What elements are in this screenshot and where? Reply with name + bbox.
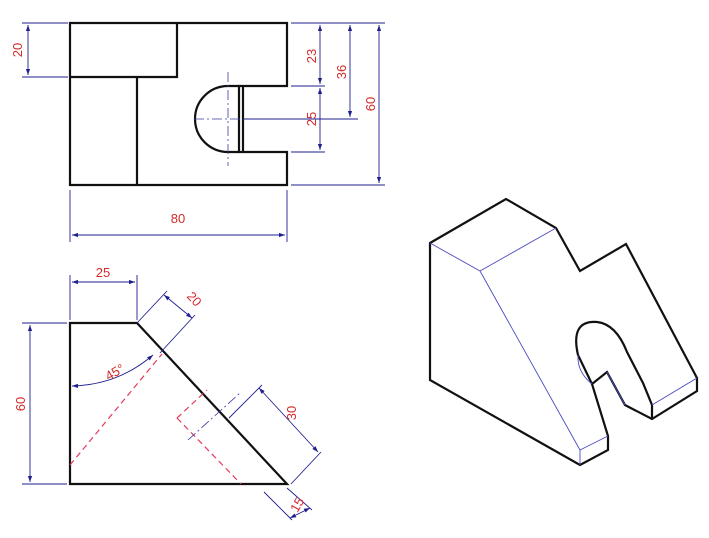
dim-line-side-angle bbox=[71, 354, 154, 388]
dim-line-side-chamfer bbox=[163, 294, 193, 319]
dim-front-slot-center: 36 bbox=[334, 65, 349, 79]
dim-side-angle: 45° bbox=[102, 361, 127, 384]
dim-line-side-slot-offset bbox=[289, 507, 311, 519]
side-view: 25 20 45° 60 30 15 bbox=[13, 265, 322, 521]
dim-front-total-width: 80 bbox=[171, 211, 185, 226]
front-view-outline bbox=[68, 21, 289, 187]
side-view-extension-lines bbox=[22, 275, 322, 521]
dim-front-total-height: 60 bbox=[363, 97, 378, 111]
dim-side-slot-offset: 15 bbox=[287, 495, 307, 515]
dim-front-top-gap: 23 bbox=[304, 49, 319, 63]
isometric-view-outline bbox=[428, 197, 699, 467]
isometric-view-slot-edges bbox=[575, 320, 654, 419]
dim-side-slot-length: 30 bbox=[284, 406, 299, 420]
side-view-outline bbox=[68, 321, 290, 486]
dim-side-chamfer: 20 bbox=[184, 289, 205, 310]
dim-front-slot-width: 25 bbox=[304, 112, 319, 126]
front-view-upper-block bbox=[70, 23, 179, 185]
side-view-hidden-slot bbox=[176, 389, 242, 485]
isometric-view-thin-edges bbox=[429, 227, 698, 465]
dim-side-top-width: 25 bbox=[96, 265, 110, 280]
dim-side-height: 60 bbox=[13, 397, 28, 411]
front-view-extension-lines bbox=[22, 22, 385, 242]
side-view-slot-centerline bbox=[187, 392, 241, 441]
dim-line-side-slot-length bbox=[258, 387, 319, 453]
front-view: 20 23 36 60 25 80 bbox=[10, 21, 385, 242]
isometric-view bbox=[428, 197, 699, 467]
dim-front-top-block: 20 bbox=[10, 43, 25, 57]
